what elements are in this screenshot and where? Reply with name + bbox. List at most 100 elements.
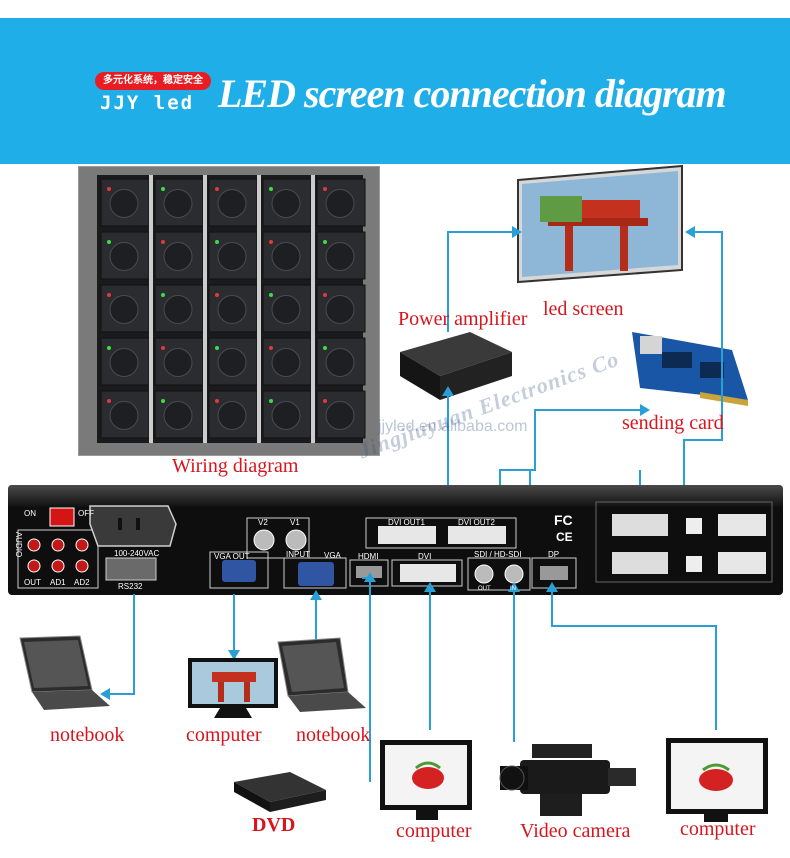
audio-text: AUDIO xyxy=(14,531,24,558)
rs232-text: RS232 xyxy=(118,582,143,591)
audio-jacks xyxy=(27,538,89,573)
cabinet-power-module xyxy=(325,189,355,218)
sending-card-icon xyxy=(632,332,748,406)
page-title: LED screen connection diagram xyxy=(218,71,727,116)
cabinet-power-module xyxy=(109,401,139,430)
sdi-text: SDI / HD-SDI xyxy=(474,550,522,559)
audio-out-text: OUT xyxy=(24,578,41,587)
sending-card-label: sending card xyxy=(622,412,724,434)
cabinet-power-module xyxy=(325,401,355,430)
vga-in-port xyxy=(298,562,334,586)
v2-text: V2 xyxy=(258,518,268,527)
watermark-url: jjyled.en.alibaba.com xyxy=(378,418,528,435)
cabinet-power-module xyxy=(217,295,247,324)
notebook-left-icon xyxy=(19,635,110,710)
brand-badge-cn: 多元化系统，稳定安全 xyxy=(95,72,211,90)
cabinet-status-led xyxy=(107,346,111,350)
cabinet-status-led xyxy=(323,399,327,403)
dvi-in-port xyxy=(400,564,456,582)
v2-bnc-port xyxy=(253,529,275,551)
cabinet-status-led xyxy=(269,187,273,191)
hdmi-text: HDMI xyxy=(358,552,379,561)
cabinet-status-led xyxy=(161,293,165,297)
wiring-diagram-label: Wiring diagram xyxy=(172,455,299,477)
cabinet-power-module xyxy=(325,295,355,324)
cabinet-power-module xyxy=(271,242,301,271)
vga-text: VGA xyxy=(324,551,341,560)
dvi-out1-port xyxy=(378,526,436,544)
cabinet-status-led xyxy=(161,346,165,350)
led-screen-label: led screen xyxy=(543,298,624,320)
cabinet-power-module xyxy=(325,348,355,377)
cabinet-power-module xyxy=(217,401,247,430)
power-amplifier-icon xyxy=(400,332,512,400)
cabinet-status-led xyxy=(161,240,165,244)
cabinet-power-module xyxy=(163,295,193,324)
cabinet-status-led xyxy=(269,240,273,244)
video-processor-top-edge xyxy=(8,485,783,507)
power-off-text: OFF xyxy=(78,509,94,518)
cabinet-status-led xyxy=(269,346,273,350)
dvi-out2-text: DVI OUT2 xyxy=(458,518,495,527)
notebook-right-icon xyxy=(277,637,366,712)
sdi-out-port xyxy=(474,564,494,584)
sdi-in-port xyxy=(504,564,524,584)
cabinet-status-led xyxy=(215,399,219,403)
fc-mark: FC xyxy=(554,512,573,528)
cabinet-status-led xyxy=(215,240,219,244)
notebook-left-label: notebook xyxy=(50,724,125,746)
cabinet-status-led xyxy=(323,187,327,191)
audio-ad2-text: AD2 xyxy=(74,578,90,587)
cabinet-power-module xyxy=(163,348,193,377)
dp-port xyxy=(540,566,568,580)
computer-dp-monitor-icon xyxy=(666,738,768,822)
cabinet-status-led xyxy=(323,240,327,244)
dp-text: DP xyxy=(548,550,560,559)
led-screen-icon xyxy=(517,164,683,284)
cabinet-power-module xyxy=(109,189,139,218)
wiring-photo xyxy=(78,166,380,456)
led-cabinet-cell xyxy=(316,284,366,333)
computer-dvi-monitor-icon xyxy=(380,740,472,820)
ac-power-socket xyxy=(89,505,177,547)
vga-out-text: VGA OUT xyxy=(214,552,250,561)
power-switch[interactable] xyxy=(49,507,75,527)
cabinet-power-module xyxy=(163,242,193,271)
cabinet-power-module xyxy=(109,242,139,271)
cabinet-power-module xyxy=(271,401,301,430)
sending-card-rj45-bottom xyxy=(612,552,668,574)
computer-vga-monitor-icon xyxy=(188,658,278,718)
vga-out-port xyxy=(222,560,256,582)
video-camera-label: Video camera xyxy=(520,820,631,842)
cabinet-status-led xyxy=(323,293,327,297)
dvi-out1-text: DVI OUT1 xyxy=(388,518,425,527)
input-text: INPUT xyxy=(286,550,310,559)
header-banner xyxy=(0,18,790,164)
audio-ad1-text: AD1 xyxy=(50,578,66,587)
cabinet-status-led xyxy=(107,293,111,297)
cabinet-power-module xyxy=(163,189,193,218)
sdi-in-text: IN xyxy=(510,586,516,592)
cabinet-power-module xyxy=(325,242,355,271)
dvi-text: DVI xyxy=(418,552,432,561)
computer-dp-label: computer xyxy=(680,818,756,840)
cabinet-status-led xyxy=(215,293,219,297)
video-camera-icon xyxy=(499,744,636,816)
arrowheads-bottom xyxy=(100,572,558,700)
power-on-text: ON xyxy=(24,509,36,518)
cabinet-power-module xyxy=(163,401,193,430)
led-cabinet-grid xyxy=(79,167,379,455)
cabinet-power-module xyxy=(217,348,247,377)
dvd-label: DVD xyxy=(252,814,296,836)
notebook-right-label: notebook xyxy=(296,724,371,746)
ce-mark: CE xyxy=(556,530,573,544)
power-amplifier-label: Power amplifier xyxy=(398,308,528,330)
brand-logo-text: JJY led xyxy=(100,92,195,114)
cabinet-power-module xyxy=(271,348,301,377)
sdi-out-text: OUT xyxy=(478,586,491,592)
v1-bnc-port xyxy=(285,529,307,551)
dvi-out2-port xyxy=(448,526,506,544)
voltage-text: 100-240VAC xyxy=(114,549,160,558)
cabinet-status-led xyxy=(107,240,111,244)
